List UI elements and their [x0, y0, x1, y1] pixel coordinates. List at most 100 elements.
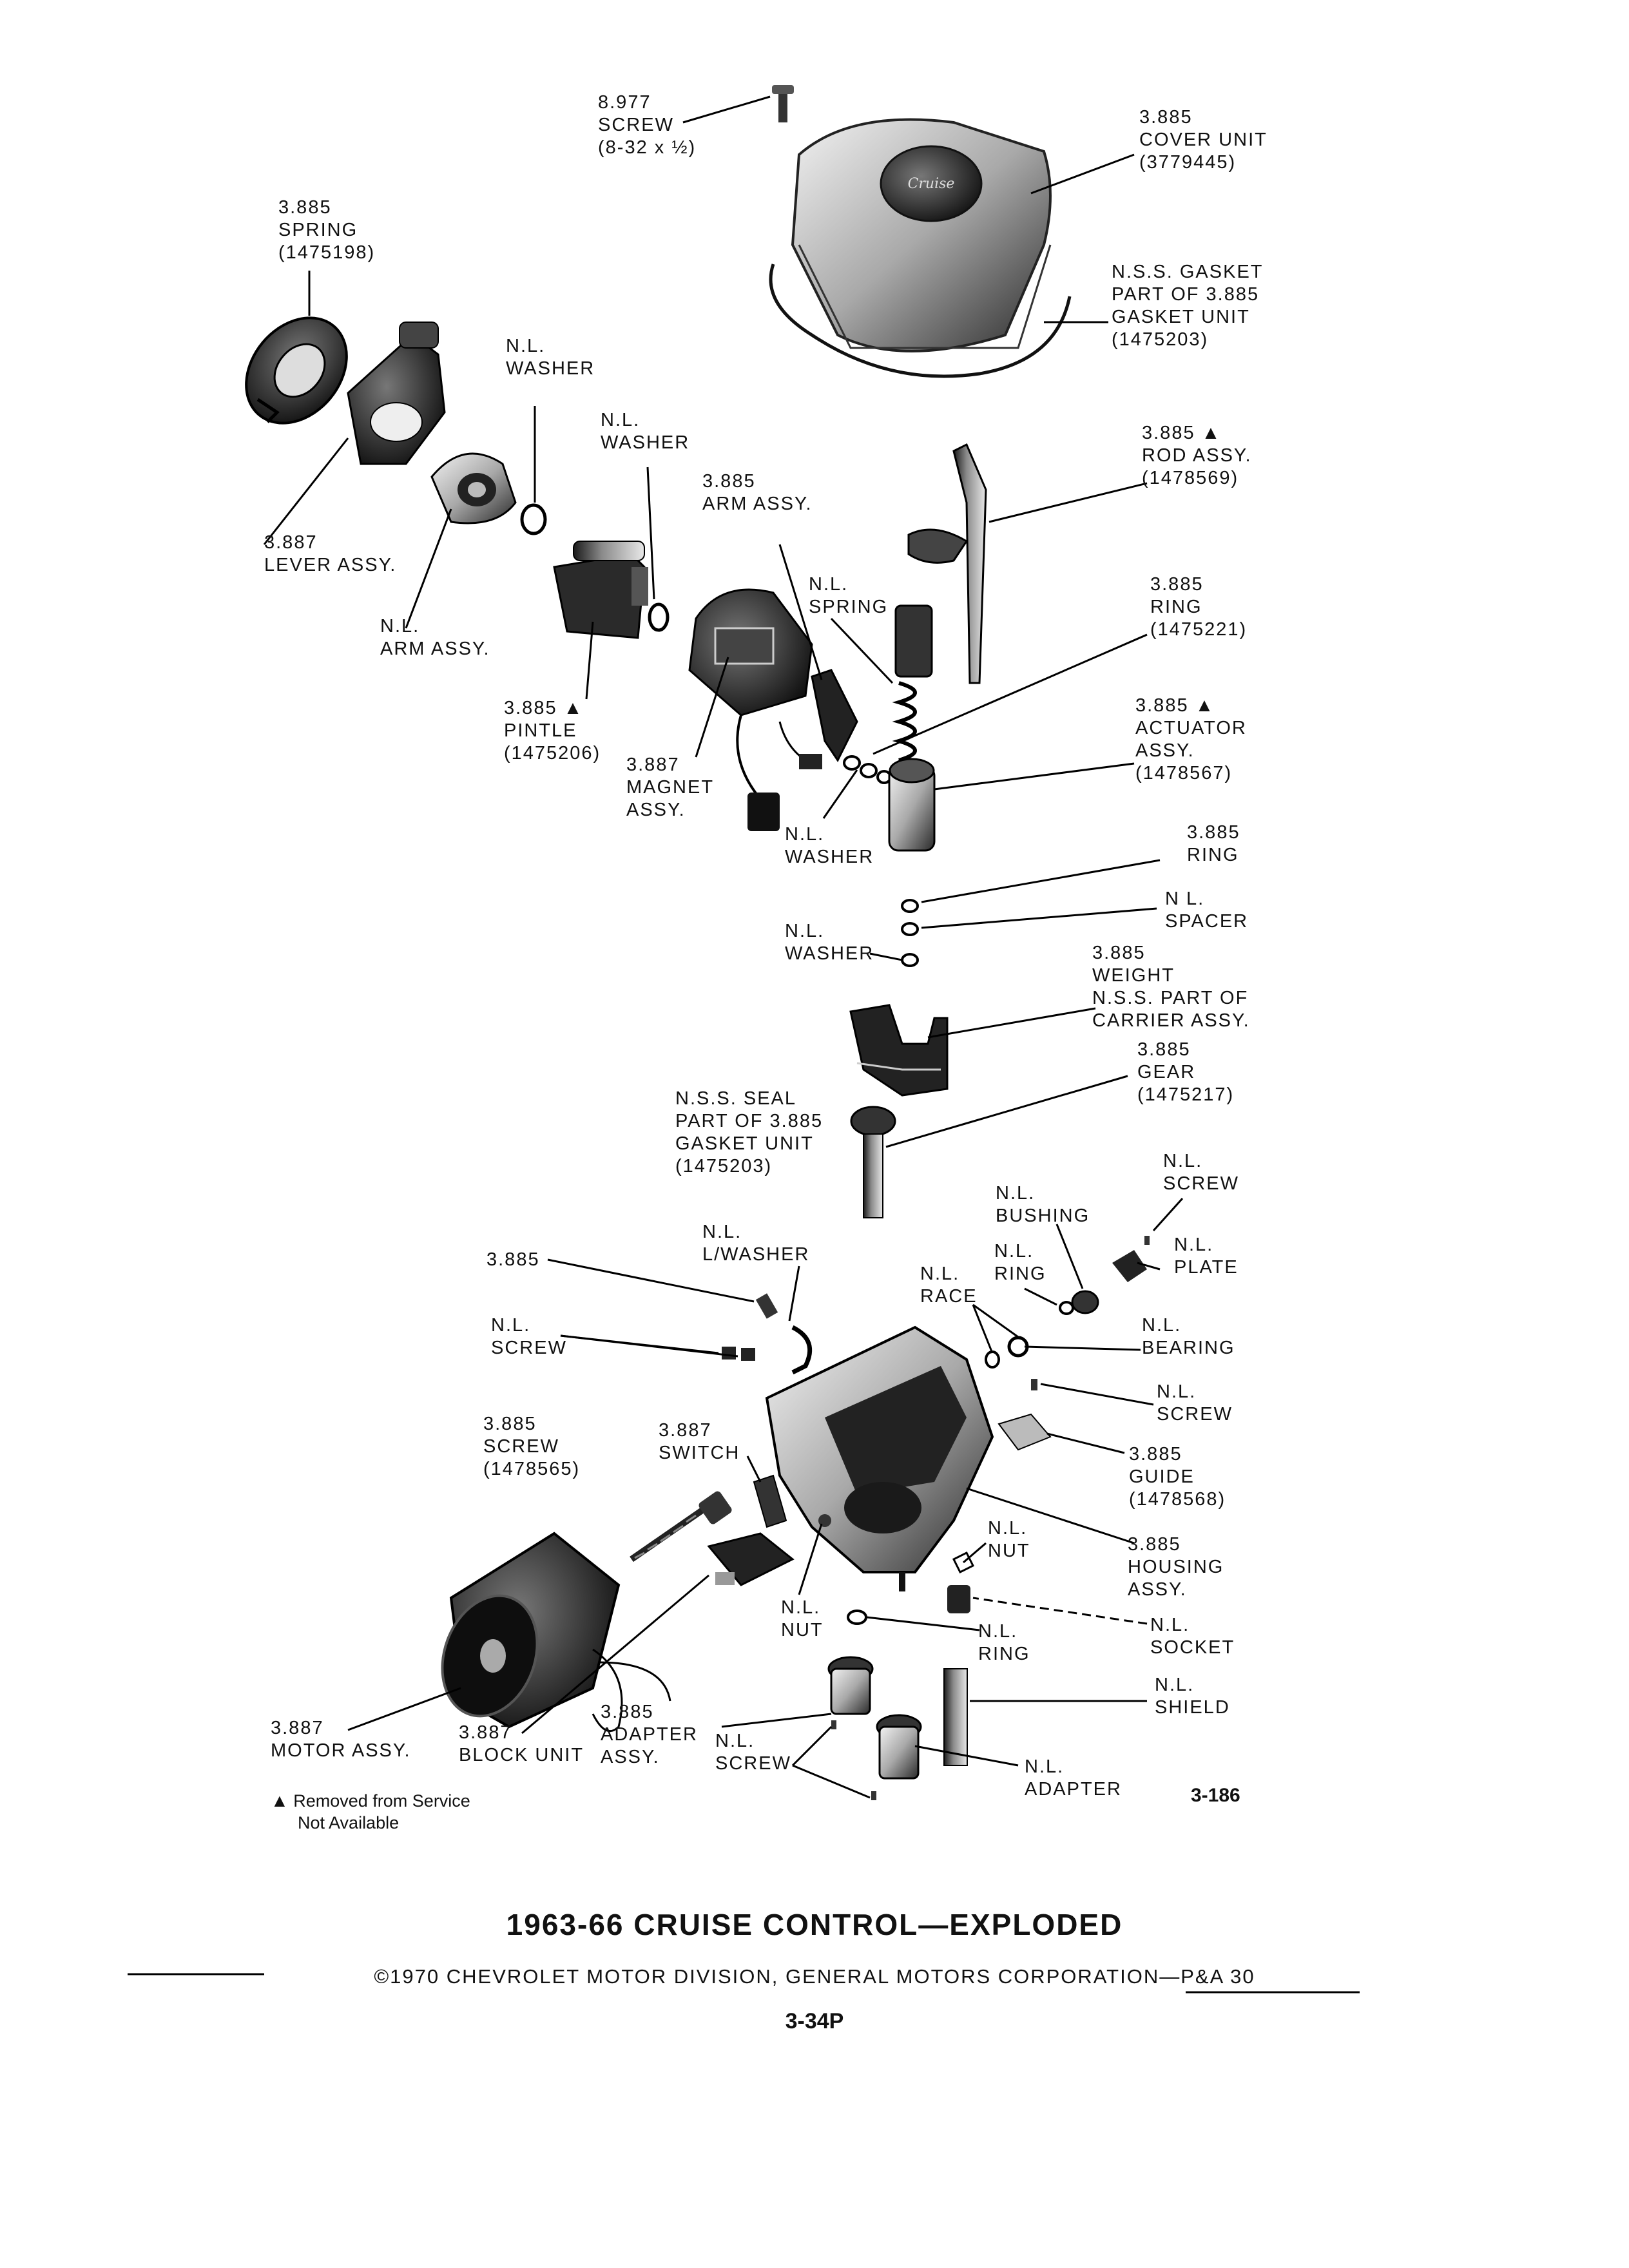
- screw-1478565-part: [630, 1491, 732, 1562]
- screw-nl-3-part: [1031, 1379, 1037, 1390]
- svg-text:Cruise: Cruise: [908, 176, 955, 192]
- label-spring-nl: N.L.SPRING: [809, 574, 889, 617]
- page-number: 3-34P: [785, 2009, 844, 2033]
- figure-number: 3-186: [1191, 1785, 1240, 1806]
- legend-line-2: Not Available: [298, 1813, 400, 1832]
- leader-lines: [263, 95, 1184, 1799]
- block-unit-part: [707, 1532, 795, 1586]
- copyright-line: ©1970 CHEVROLET MOTOR DIVISION, GENERAL …: [374, 1965, 1255, 1988]
- screw-nl-1-part: [1144, 1236, 1150, 1245]
- label-washer-1: N.L.WASHER: [506, 336, 595, 379]
- actuator-assy-part: [888, 758, 936, 852]
- washer-2-part: [648, 602, 670, 632]
- lever-assy-part: [347, 322, 446, 465]
- arm-assy-3885-part: [811, 669, 858, 762]
- label-lwasher: N.L.L/WASHER: [702, 1222, 810, 1265]
- screw-nl-2-part-a: [722, 1347, 736, 1360]
- label-nut-1: N.L.NUT: [988, 1518, 1030, 1561]
- label-washer-3: N.L.WASHER: [785, 824, 874, 867]
- label-rod-assy: 3.885 ▲ROD ASSY.(1478569): [1142, 423, 1252, 488]
- label-spacer: N L.SPACER: [1165, 889, 1249, 932]
- shield-part: [943, 1668, 968, 1766]
- legend-line-1: Removed from Service: [293, 1791, 470, 1811]
- housing-assy-part: [765, 1325, 994, 1591]
- rod-assy-part: [907, 443, 987, 684]
- spring-1475198-part: [245, 316, 348, 425]
- washer-4-part: [901, 953, 919, 967]
- cover-unit-part: Cruise: [791, 118, 1052, 352]
- screw-8977-part: [772, 85, 794, 122]
- pintle-part: [553, 541, 648, 639]
- page-title: 1963-66 CRUISE CONTROL—EXPLODED: [506, 1908, 1123, 1941]
- screw-nl-2-part-b: [741, 1348, 755, 1361]
- bearing-part: [1007, 1336, 1029, 1358]
- gasket-part: [769, 264, 1072, 378]
- legend: ▲ Removed from Service Not Available: [271, 1790, 470, 1834]
- bushing-part: [1071, 1290, 1099, 1314]
- screw-nl-4-part-b: [871, 1791, 876, 1800]
- label-nut-2: N.L.NUT: [781, 1597, 824, 1640]
- label-washer-4: N.L.WASHER: [785, 921, 874, 964]
- screw-3885-part: [755, 1293, 778, 1319]
- label-bearing: N.L.BEARING: [1142, 1315, 1235, 1358]
- label-arm-assy-nl: N.L.ARM ASSY.: [380, 616, 490, 659]
- ring-1475221-part: [843, 755, 861, 771]
- switch-part: [753, 1474, 787, 1528]
- race-part: [985, 1350, 1000, 1369]
- label-socket: N.L.SOCKET: [1150, 1615, 1235, 1658]
- label-screw-nl-1: N.L.SCREW: [1163, 1151, 1239, 1194]
- arm-assy-nl-part: [430, 452, 517, 524]
- weight-part: [849, 1004, 949, 1097]
- label-shield: N.L.SHIELD: [1155, 1675, 1230, 1718]
- screw-nl-4-part-a: [831, 1720, 836, 1729]
- lwasher-part: [791, 1325, 813, 1375]
- plate-part: [1112, 1250, 1147, 1282]
- guide-part: [998, 1413, 1052, 1451]
- ring-3885-part: [901, 899, 919, 913]
- washer-3-part: [860, 763, 878, 778]
- socket-part: [947, 1585, 970, 1613]
- label-adapter-nl: N.L.ADAPTER: [1025, 1756, 1122, 1800]
- label-screw-nl-3: N.L.SCREW: [1157, 1381, 1233, 1425]
- motor-assy-part: [441, 1532, 671, 1733]
- label-ring-nl-1: N.L.RING: [994, 1241, 1046, 1284]
- label-screw-nl-2: N.L.SCREW: [491, 1315, 567, 1358]
- spacer-part: [901, 922, 919, 936]
- ring-nl-2-part: [847, 1610, 867, 1625]
- label-screw-nl-4: N.L.SCREW: [715, 1731, 791, 1774]
- label-plate: N.L.PLATE: [1174, 1235, 1239, 1278]
- label-bushing: N.L.BUSHING: [996, 1183, 1090, 1226]
- label-race: N.L.RACE: [920, 1264, 978, 1307]
- washer-1-part: [520, 503, 547, 535]
- gear-part: [850, 1106, 896, 1218]
- nut-1-part: [952, 1551, 975, 1574]
- label-ring-nl-2: N.L.RING: [978, 1621, 1030, 1664]
- label-pintle: 3.885 ▲PINTLE(1475206): [504, 698, 601, 764]
- label-part-3885: 3.885: [487, 1249, 540, 1270]
- adapter-nl-part: [876, 1714, 922, 1780]
- ring-nl-1-part: [1059, 1301, 1074, 1315]
- triangle-icon: ▲: [271, 1791, 289, 1811]
- label-washer-2: N.L.WASHER: [601, 410, 690, 453]
- adapter-assy-part: [827, 1656, 874, 1715]
